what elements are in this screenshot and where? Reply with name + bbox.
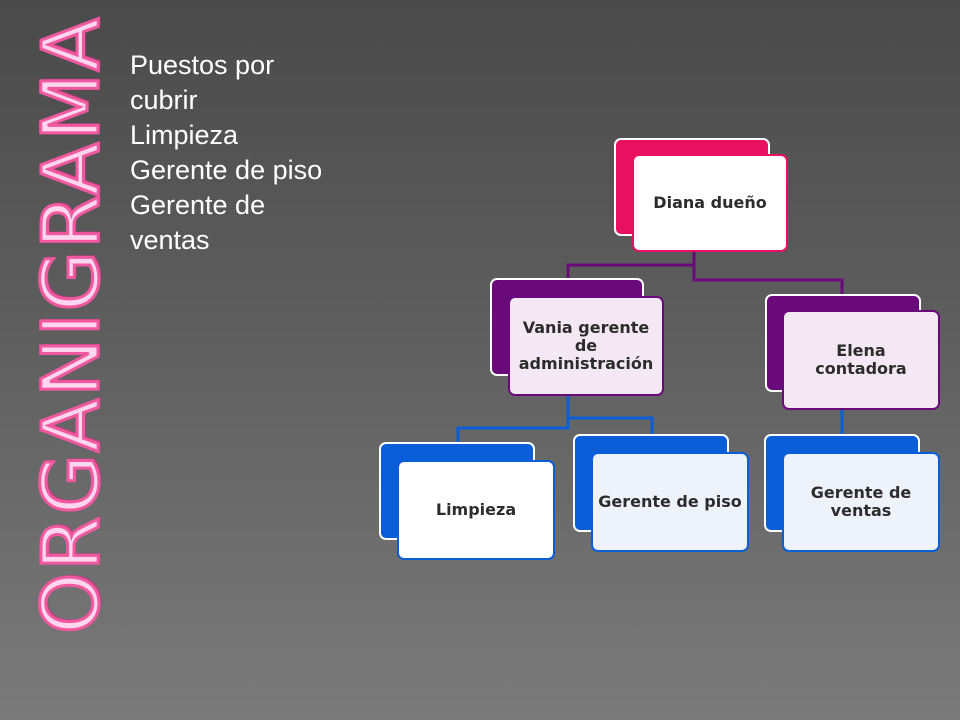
org-node-gerente-ventas: Gerente de ventas: [764, 434, 940, 552]
org-node-label: Diana dueño: [632, 154, 788, 252]
list-item: Gerente de ventas: [130, 190, 266, 255]
org-node-limpieza: Limpieza: [379, 442, 555, 560]
connector-root-elena: [692, 252, 844, 298]
org-node-label: Vania gerente de administración: [508, 296, 664, 396]
open-positions-list: Puestos por cubrir Limpieza Gerente de p…: [130, 48, 340, 258]
org-node-vania: Vania gerente de administración: [490, 278, 664, 396]
org-node-elena: Elena contadora: [765, 294, 940, 410]
list-item: Gerente de piso: [130, 155, 323, 185]
org-node-label: Limpieza: [397, 460, 555, 560]
org-node-label: Elena contadora: [782, 310, 940, 410]
list-item: Puestos por cubrir: [130, 50, 275, 115]
org-node-label: Gerente de ventas: [782, 452, 940, 552]
connector-vania-limpieza: [456, 395, 570, 446]
org-node-label: Gerente de piso: [591, 452, 749, 552]
connector-vania-piso: [566, 395, 654, 438]
list-item: Limpieza: [130, 120, 239, 150]
org-node-root: Diana dueño: [614, 138, 790, 254]
org-node-gerente-piso: Gerente de piso: [573, 434, 749, 552]
